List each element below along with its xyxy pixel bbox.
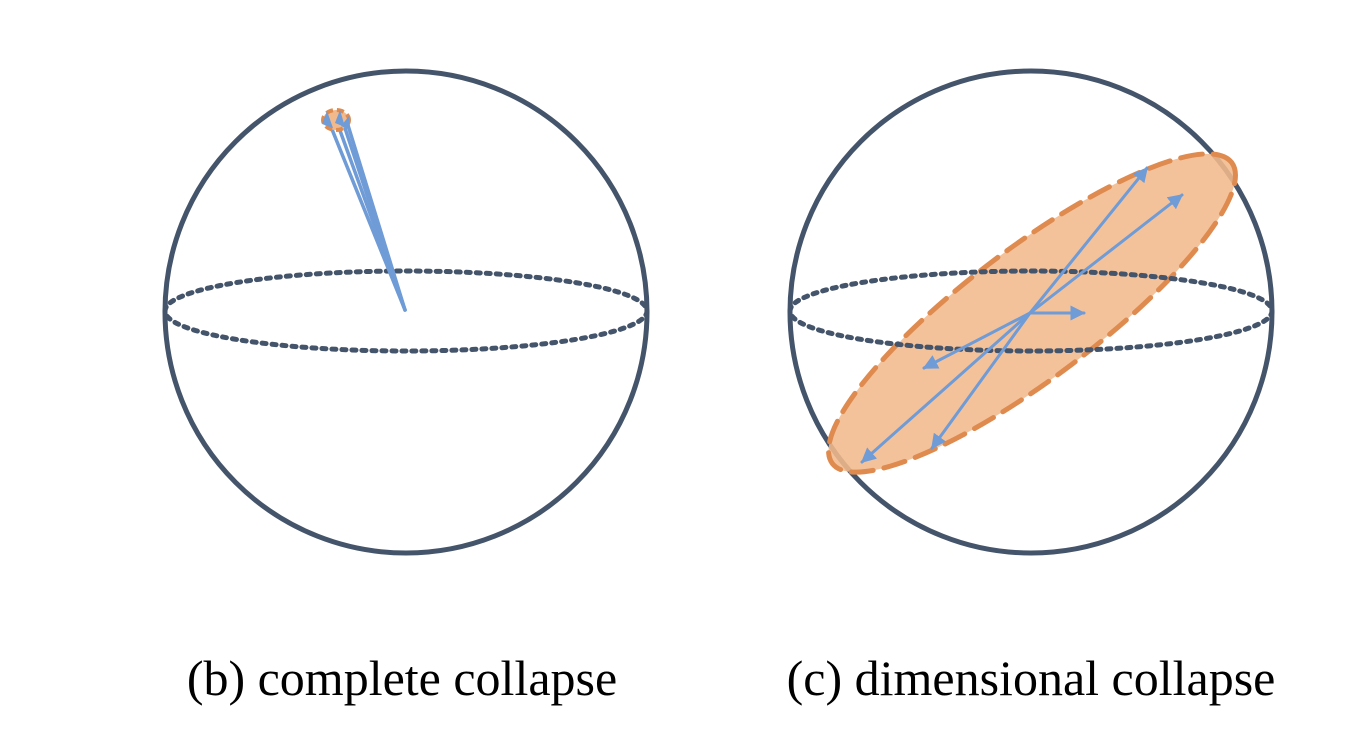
equator-b xyxy=(162,268,650,354)
panel-complete-collapse xyxy=(162,68,650,556)
vector-c-5 xyxy=(930,311,1032,450)
caption-dimensional-collapse: (c) dimensional collapse xyxy=(786,650,1276,706)
vector-b-4 xyxy=(345,120,407,312)
vector-set-c xyxy=(860,166,1184,464)
equator-c xyxy=(787,268,1275,354)
vector-bundle-b xyxy=(325,112,407,312)
unit-vector-arrow-icon xyxy=(322,111,333,128)
vector-c-1 xyxy=(1028,166,1149,315)
vector-c-6 xyxy=(860,311,1032,464)
unit-vector-arrow-icon xyxy=(341,116,350,130)
collapse-point-arrowheads-b xyxy=(322,110,350,130)
vector-c-4 xyxy=(922,311,1032,370)
caption-complete-collapse: (b) complete collapse xyxy=(186,650,618,706)
vector-c-2 xyxy=(1028,193,1184,315)
panel-dimensional-collapse xyxy=(787,68,1275,556)
unit-vector-arrow-icon xyxy=(335,110,345,127)
sphere-outline-b xyxy=(162,68,650,556)
